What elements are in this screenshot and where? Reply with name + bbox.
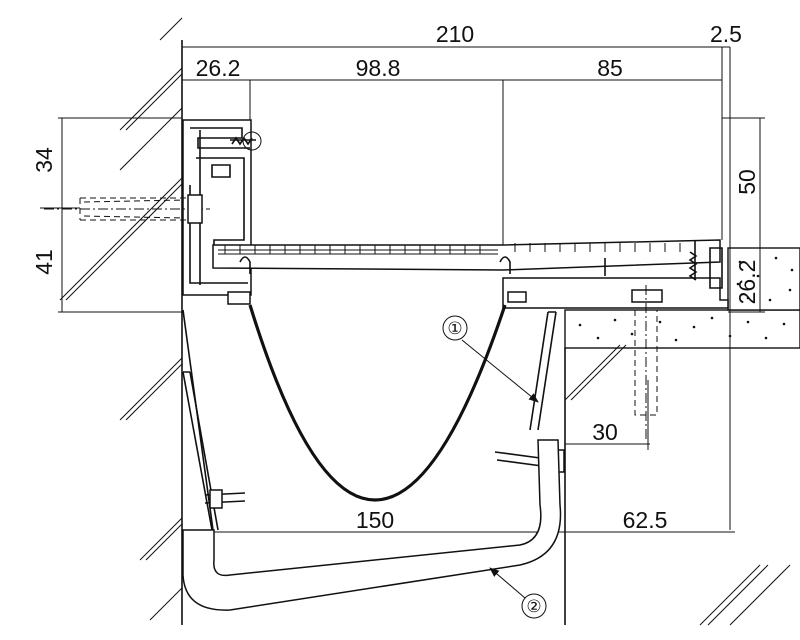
dimension-lines <box>40 46 765 533</box>
dim-overall-width: 210 <box>436 21 474 47</box>
concrete-slab <box>564 309 800 349</box>
gutter-side-plates <box>182 309 557 531</box>
dim-right-height: 50 <box>734 169 760 195</box>
rubber-seal <box>248 304 507 502</box>
right-wall <box>564 247 800 626</box>
dim-gap: 2.5 <box>710 21 742 47</box>
dim-upper-height: 34 <box>31 147 57 173</box>
dim-middle-span: 98.8 <box>356 55 401 81</box>
dim-right-span: 85 <box>597 55 623 81</box>
dim-left-frame: 26.2 <box>196 55 241 81</box>
callout-1-leader <box>461 339 539 403</box>
concrete-upper-step <box>727 247 800 311</box>
callout-2-leader <box>489 567 526 599</box>
dim-bottom-width: 150 <box>356 507 394 533</box>
cover-plate <box>212 239 721 276</box>
callout-2-circle <box>521 593 547 619</box>
left-anchor <box>44 194 210 224</box>
dim-anchor-offset: 30 <box>592 419 618 445</box>
drainage-trough <box>182 439 562 611</box>
dim-bottom-right: 62.5 <box>623 507 668 533</box>
right-anchor <box>634 285 658 440</box>
left-clip <box>227 291 251 305</box>
callout-1-label: ① <box>447 319 462 338</box>
dim-right-step: 26.2 <box>734 260 760 305</box>
right-frame-profile <box>502 240 729 309</box>
callout-2-label: ② <box>526 597 541 616</box>
dim-lower-height: 41 <box>31 249 57 275</box>
left-wall <box>59 17 183 625</box>
callout-1-circle <box>442 315 468 341</box>
